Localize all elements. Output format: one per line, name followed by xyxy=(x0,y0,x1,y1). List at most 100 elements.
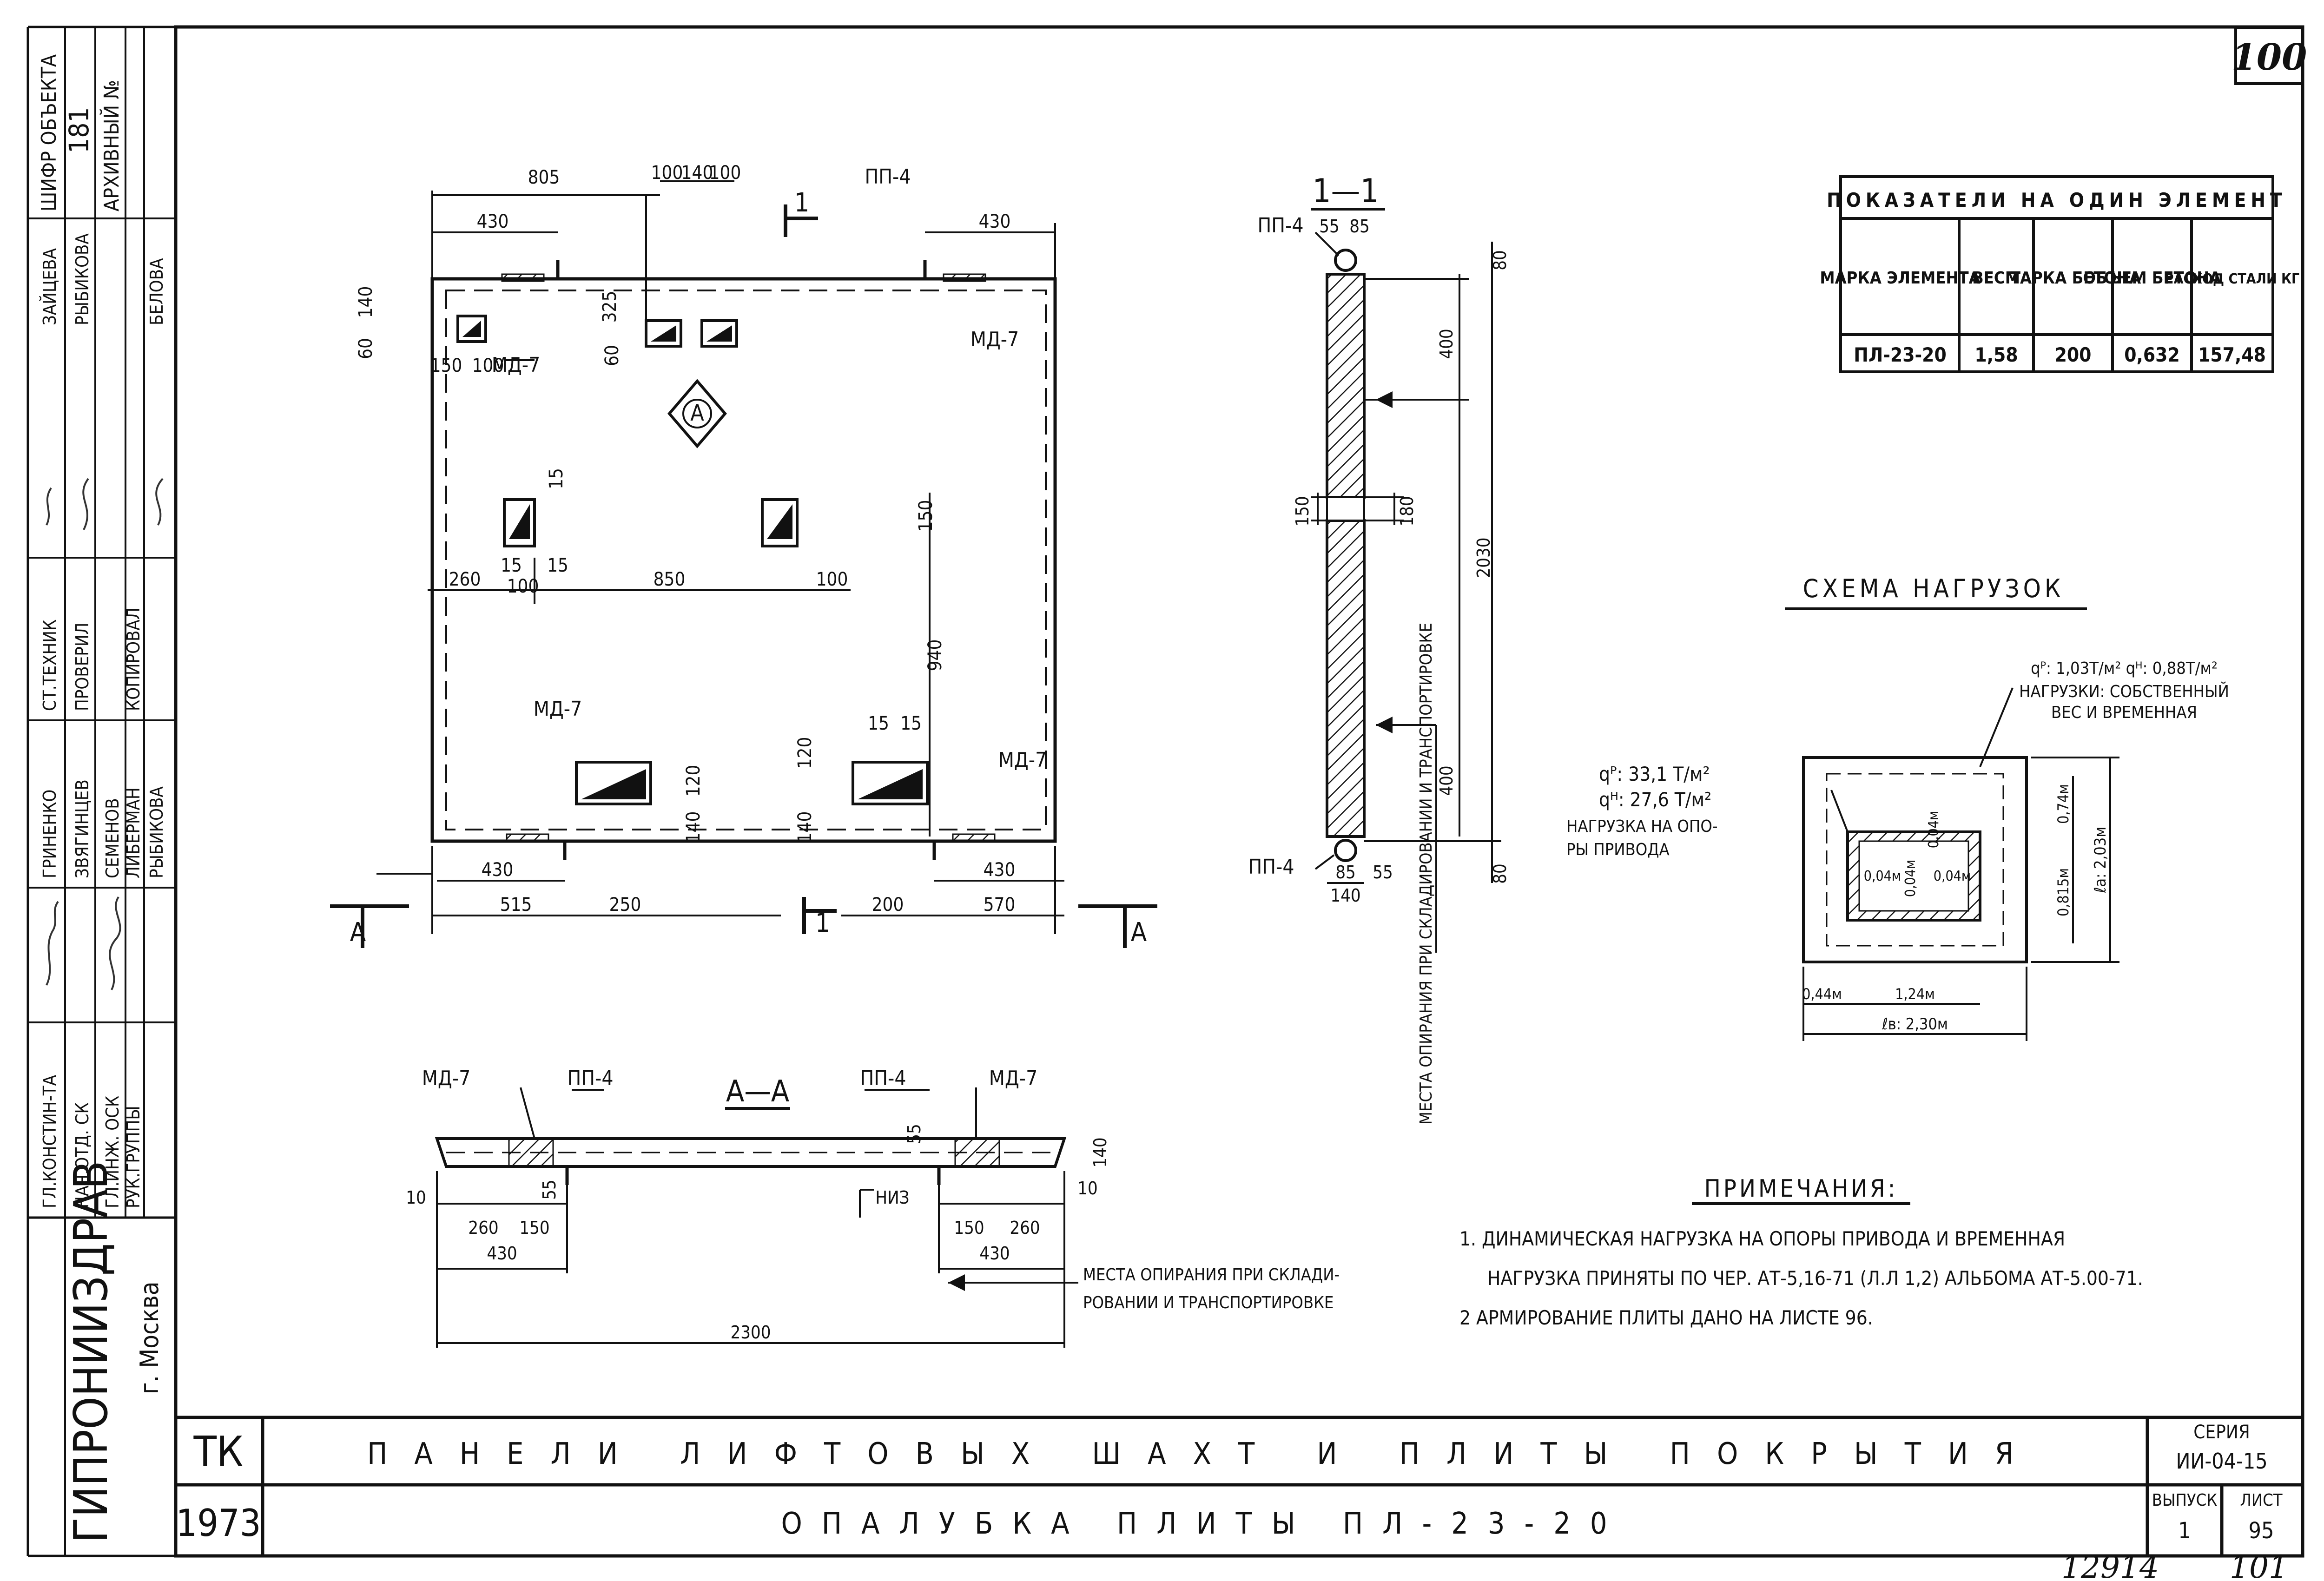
dim-260: 260 xyxy=(449,569,481,590)
dim-100a: 100 xyxy=(651,162,683,184)
indicators-table: ПОКАЗАТЕЛИ НА ОДИН ЭЛЕМЕНТ МАРКА ЭЛЕМЕНТ… xyxy=(1820,175,2299,373)
corner-sheet-number: 100 xyxy=(2232,36,2307,79)
dim-60: 60 xyxy=(355,338,376,359)
load-top: qᴾ: 1,03Т/м² qᴴ: 0,88Т/м² xyxy=(2031,659,2218,678)
label-md7-3: МД-7 xyxy=(534,697,582,721)
sheet-frame xyxy=(26,25,2304,1558)
ls-dim-ea: ℓа: 2,03м xyxy=(2091,827,2110,894)
table-header-weight: ВЕС Т xyxy=(1972,269,2020,288)
dim-15d: 15 xyxy=(868,713,889,734)
saa-dim-150b: 150 xyxy=(954,1218,984,1238)
s11-dim-400b: 400 xyxy=(1436,765,1457,796)
load-top-desc1: НАГРУЗКИ: СОБСТВЕННЫЙ xyxy=(2019,682,2229,701)
table-title: ПОКАЗАТЕЛИ НА ОДИН ЭЛЕМЕНТ xyxy=(1827,189,2287,211)
dim-140d: 140 xyxy=(794,811,816,843)
table-header-mark: МАРКА ЭЛЕМЕНТА xyxy=(1820,269,1980,288)
saa-md7-left: МД-7 xyxy=(422,1067,471,1090)
dim-100e: 100 xyxy=(816,569,848,590)
opening xyxy=(456,315,487,343)
title-issue: 1 xyxy=(2178,1518,2191,1544)
saa-dim-10b: 10 xyxy=(1077,1178,1098,1199)
saa-dim-55b: 55 xyxy=(539,1179,560,1200)
dim-120b: 120 xyxy=(794,737,816,769)
title-tk: ТК xyxy=(193,1428,244,1476)
table-header-concrete-grade: МАРКА БЕТОНА xyxy=(2005,269,2141,288)
label-md7-4: МД-7 xyxy=(998,748,1047,772)
section-1-1: 1—1 ПП-4 ПП-4 55 xyxy=(1248,172,1510,1125)
opening xyxy=(503,498,536,547)
load-left2: qᴴ: 27,6 Т/м² xyxy=(1599,788,1711,811)
table-cell-steel: 157,48 xyxy=(2198,343,2266,366)
load-scheme: СХЕМА НАГРУЗОК qᴾ: 1,03Т/м² qᴴ: 0,88Т/м²… xyxy=(1566,574,2229,1041)
section-mark-a-right: А xyxy=(1131,917,1147,948)
label-md7-2: МД-7 xyxy=(971,328,1019,351)
title-line1: ПАНЕЛИ ЛИФТОВЫХ ШАХТ И ПЛИТЫ ПОКРЫТИЯ xyxy=(367,1437,2040,1471)
corner-number: 100 xyxy=(2232,26,2307,85)
saa-note-line2: РОВАНИИ И ТРАНСПОРТИРОВКЕ xyxy=(1083,1293,1334,1312)
saa-md7-right: МД-7 xyxy=(989,1067,1038,1090)
s11-dim-85b: 85 xyxy=(1335,862,1356,883)
saa-dim-430b: 430 xyxy=(979,1243,1010,1264)
load-left1: qᴾ: 33,1 Т/м² xyxy=(1599,763,1710,785)
notes-line3: 2 АРМИРОВАНИЕ ПЛИТЫ ДАНО НА ЛИСТЕ 96. xyxy=(1459,1306,1873,1329)
load-top-desc2: ВЕС И ВРЕМЕННАЯ xyxy=(2051,703,2197,722)
title-series-label: СЕРИЯ xyxy=(2193,1422,2250,1443)
dim-140: 140 xyxy=(681,162,713,184)
saa-dim-55: 55 xyxy=(904,1124,924,1144)
dim-200: 200 xyxy=(872,894,904,916)
ls-dim-004c: 0,04м xyxy=(1902,860,1919,897)
dim-100b: 100 xyxy=(709,162,741,184)
saa-niz: НИЗ xyxy=(875,1187,909,1208)
title-sheet: 95 xyxy=(2249,1518,2274,1544)
saa-dim-2300: 2300 xyxy=(731,1322,771,1343)
opening xyxy=(852,761,929,805)
s11-dim-180: 180 xyxy=(1397,496,1417,526)
section-1-1-title: 1—1 xyxy=(1312,172,1379,210)
load-left-desc2: РЫ ПРИВОДА xyxy=(1566,840,1670,859)
s11-support-note: МЕСТА ОПИРАНИЯ ПРИ СКЛАДИРОВАНИИ И ТРАНС… xyxy=(1417,623,1436,1125)
dim-100d: 100 xyxy=(507,576,539,597)
ls-dim-004b: 0,04м xyxy=(1864,868,1901,884)
plate-outline xyxy=(430,277,1057,843)
section-mark-1-top: 1 xyxy=(794,188,809,218)
stamp-role-7: ПРОВЕРИЛ xyxy=(72,623,92,711)
stamp-role-5: РУК.ГРУППЫ xyxy=(123,1106,144,1209)
table-cell-mark: ПЛ-23-20 xyxy=(1854,343,1947,366)
stamp-role-2: НАЧ.ОТД. СК xyxy=(72,1102,92,1208)
stamp-role-3: ГЛ.ИНЖ. ОСК xyxy=(102,1096,123,1208)
marker-diamond xyxy=(667,379,727,448)
saa-dim-430a: 430 xyxy=(487,1243,517,1264)
section-a-a-title: А—А xyxy=(726,1074,789,1109)
plan-view: 805 100 140 100 430 430 140 60 325 60 15… xyxy=(330,162,1157,948)
saa-dim-140: 140 xyxy=(1090,1137,1110,1167)
stamp-name-2: ЗАЙЦЕВА xyxy=(40,248,60,325)
dim-515: 515 xyxy=(500,894,532,916)
title-sheet-label: ЛИСТ xyxy=(2240,1491,2283,1510)
notes: ПРИМЕЧАНИЯ: 1. ДИНАМИЧЕСКАЯ НАГРУЗКА НА … xyxy=(1459,1175,2143,1329)
stamp-name-1: ГРИНЕНКО xyxy=(40,790,60,878)
opening xyxy=(645,319,682,348)
stamp-signatures xyxy=(46,478,164,990)
ls-dim-074: 0,74м xyxy=(2054,784,2072,824)
left-stamp xyxy=(28,27,176,1556)
title-block: ТК 1973 ПАНЕЛИ ЛИФТОВЫХ ШАХТ И ПЛИТЫ ПОК… xyxy=(176,1416,2303,1581)
dim-100c: 100 xyxy=(472,355,504,376)
stamp-name-7: РЫБИКОВА xyxy=(146,786,167,878)
stamp-name-5: СЕМЕНОВ xyxy=(102,798,123,878)
stamp-archive-label: АРХИВНЫЙ № xyxy=(99,80,124,211)
dim-150: 150 xyxy=(430,355,462,376)
dim-15b: 15 xyxy=(501,555,522,576)
ls-dim-124: 1,24м xyxy=(1895,985,1935,1003)
section-mark-1-bottom: 1 xyxy=(815,908,830,938)
ls-dim-044: 0,44м xyxy=(1802,985,1842,1003)
stamp-name-3: ЗВЯГИНЦЕВ xyxy=(72,779,92,878)
dim-325: 325 xyxy=(599,291,621,323)
s11-dim-150: 150 xyxy=(1292,496,1313,526)
s11-dim-140: 140 xyxy=(1330,885,1360,906)
dim-940: 940 xyxy=(924,639,946,672)
dim-15e: 15 xyxy=(900,713,922,734)
opening xyxy=(700,319,738,348)
stamp-object-code: 181 xyxy=(63,107,95,153)
s11-dim-80a: 80 xyxy=(1490,250,1510,270)
